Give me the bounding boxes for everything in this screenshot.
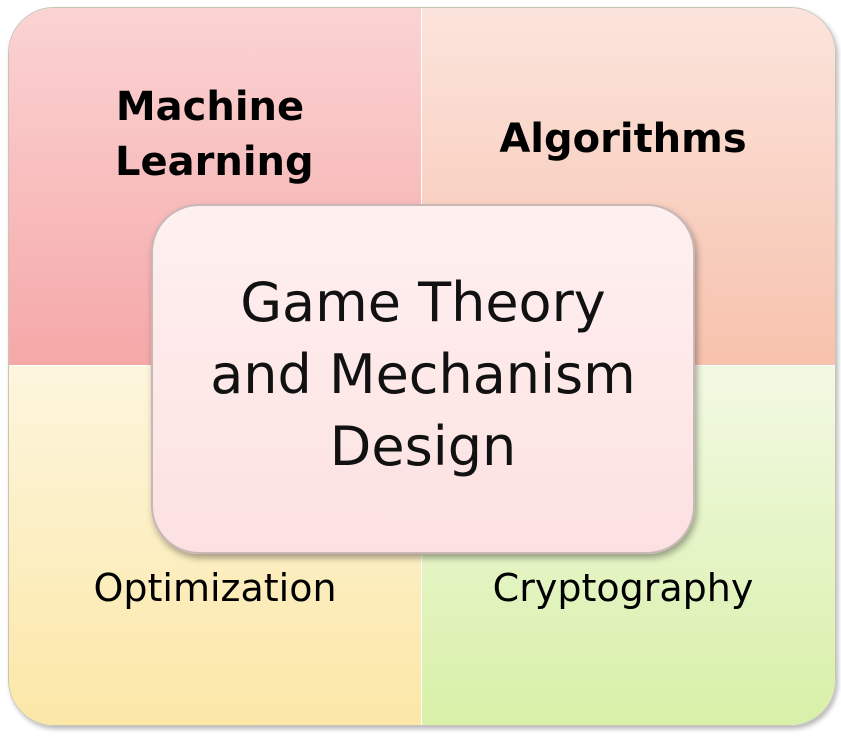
label-cryptography: Cryptography bbox=[492, 566, 754, 610]
center-title-line-3: Design bbox=[329, 415, 517, 478]
center-title: Game Theory and Mechanism Design bbox=[210, 267, 636, 491]
label-machine-learning-line-2: Learning bbox=[115, 139, 314, 185]
label-machine-learning-line-1: Machine bbox=[115, 84, 305, 130]
center-title-line-2: and Mechanism bbox=[210, 343, 636, 406]
label-machine-learning: Machine Learning bbox=[115, 80, 314, 190]
label-optimization: Optimization bbox=[93, 566, 337, 610]
center-title-line-1: Game Theory bbox=[240, 271, 606, 334]
center-box: Game Theory and Mechanism Design bbox=[151, 204, 695, 554]
label-algorithms: Algorithms bbox=[499, 116, 747, 162]
